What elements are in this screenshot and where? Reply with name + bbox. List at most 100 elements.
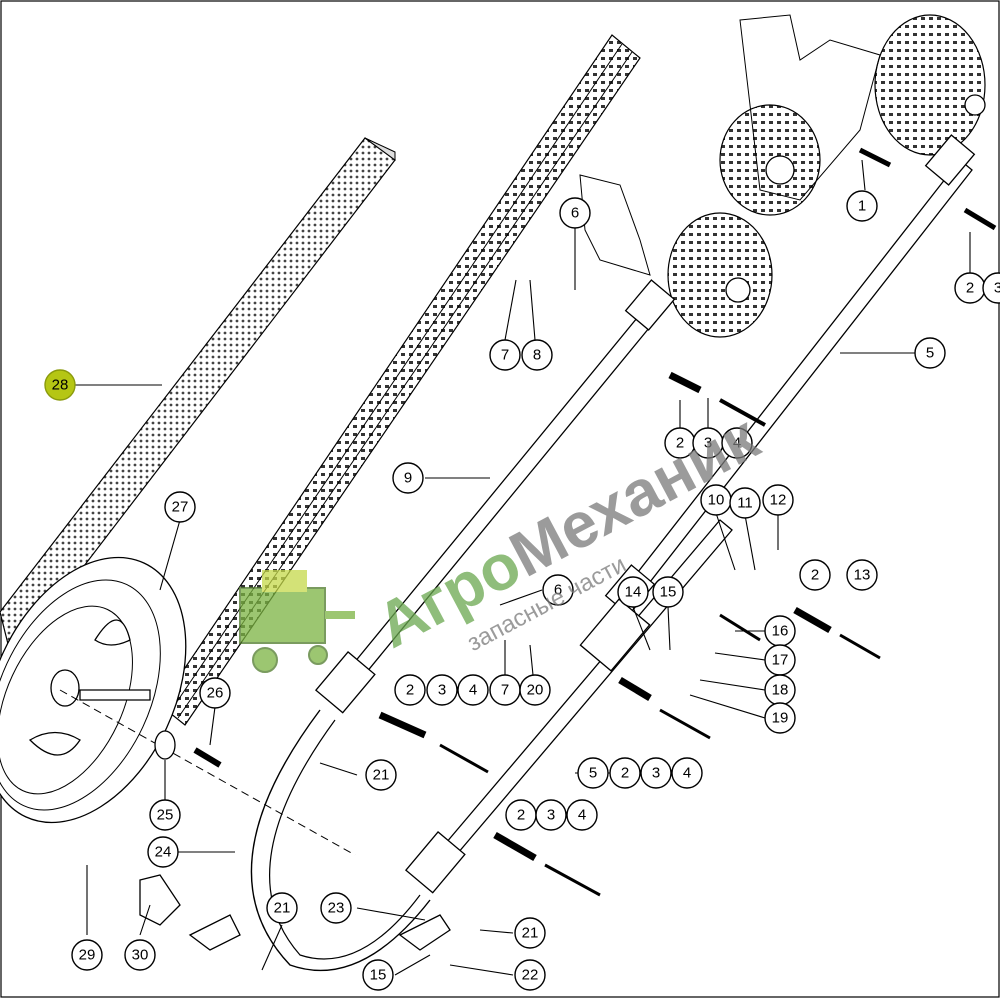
callout-2: 2 bbox=[609, 757, 641, 789]
callout-circle bbox=[542, 574, 574, 606]
callout-label: 8 bbox=[533, 347, 541, 364]
callout-12: 12 bbox=[762, 484, 794, 516]
callout-circle bbox=[394, 674, 426, 706]
callout-label: 20 bbox=[527, 682, 544, 699]
callout-label: 2 bbox=[621, 765, 629, 782]
callout-circle bbox=[320, 892, 352, 924]
engine-assembly bbox=[719, 14, 986, 216]
callout-29: 29 bbox=[71, 939, 103, 971]
callout-circle bbox=[71, 939, 103, 971]
callout-15: 15 bbox=[652, 576, 684, 608]
callout-circle bbox=[149, 799, 181, 831]
small-brackets bbox=[139, 730, 451, 951]
callout-circle bbox=[764, 702, 796, 734]
callout-label: 28 bbox=[52, 377, 69, 394]
callout-9: 9 bbox=[392, 462, 424, 494]
callout-4: 4 bbox=[721, 427, 753, 459]
callout-label: 21 bbox=[274, 900, 291, 917]
combine-harvester-icon bbox=[239, 570, 355, 673]
callout-24: 24 bbox=[147, 836, 179, 868]
callout-circle bbox=[147, 836, 179, 868]
callout-label: 9 bbox=[404, 470, 412, 487]
callout-3: 3 bbox=[426, 674, 458, 706]
callout-label: 11 bbox=[737, 495, 753, 512]
callout-label: 6 bbox=[554, 582, 562, 599]
callout-circle bbox=[124, 939, 156, 971]
callout-13: 13 bbox=[846, 559, 878, 591]
callout-circle bbox=[365, 759, 397, 791]
callout-circle bbox=[164, 491, 196, 523]
callout-label: 5 bbox=[589, 765, 597, 782]
callout-label: 5 bbox=[926, 345, 934, 362]
callout-2: 2 bbox=[505, 799, 537, 831]
pulley bbox=[0, 556, 187, 824]
callout-16: 16 bbox=[764, 615, 796, 647]
callout-circle bbox=[457, 674, 489, 706]
callout-label: 7 bbox=[501, 347, 509, 364]
callout-2: 2 bbox=[394, 674, 426, 706]
callout-11: 11 bbox=[729, 487, 761, 519]
callout-circle bbox=[514, 959, 546, 991]
pulley-axis bbox=[59, 689, 356, 856]
callout-5: 5 bbox=[914, 337, 946, 369]
bolts bbox=[193, 147, 997, 897]
callout-circle bbox=[199, 677, 231, 709]
rod-brackets bbox=[314, 134, 976, 894]
callout-4: 4 bbox=[457, 674, 489, 706]
callout-27: 27 bbox=[164, 491, 196, 523]
callout-circle bbox=[652, 576, 684, 608]
callout-label: 3 bbox=[547, 807, 555, 824]
callout-label: 3 bbox=[438, 682, 446, 699]
callout-label: 12 bbox=[770, 492, 787, 509]
callout-label: 24 bbox=[155, 844, 172, 861]
callout-7: 7 bbox=[489, 674, 521, 706]
callout-2: 2 bbox=[954, 272, 986, 304]
callout-17: 17 bbox=[764, 644, 796, 676]
callout-label: 2 bbox=[676, 435, 684, 452]
callout-label: 4 bbox=[733, 435, 741, 452]
callout-label: 2 bbox=[966, 280, 974, 297]
callout-label: 19 bbox=[772, 710, 789, 727]
leader-lines bbox=[75, 159, 971, 976]
callout-label: 1 bbox=[858, 198, 866, 215]
callout-circle bbox=[640, 757, 672, 789]
rod-5-upper bbox=[619, 159, 973, 606]
callout-circle bbox=[846, 190, 878, 222]
callout-28: 28 bbox=[44, 369, 76, 401]
callout-label: 21 bbox=[373, 767, 390, 784]
callout-label: 14 bbox=[625, 584, 642, 601]
callout-label: 3 bbox=[704, 435, 712, 452]
callout-3: 3 bbox=[982, 272, 1000, 304]
callout-circle bbox=[671, 757, 703, 789]
callout-circle bbox=[392, 462, 424, 494]
callout-6: 6 bbox=[542, 574, 574, 606]
callout-label: 7 bbox=[501, 682, 509, 699]
callout-circle bbox=[617, 576, 649, 608]
callout-circle bbox=[362, 959, 394, 991]
callout-circle bbox=[489, 339, 521, 371]
callout-circle bbox=[519, 674, 551, 706]
callout-label: 25 bbox=[157, 807, 174, 824]
callout-7: 7 bbox=[489, 339, 521, 371]
curved-guard bbox=[250, 709, 431, 972]
callout-circle bbox=[514, 917, 546, 949]
callout-label: 30 bbox=[132, 947, 149, 964]
callout-circle bbox=[521, 339, 553, 371]
callout-circle bbox=[559, 197, 591, 229]
callout-8: 8 bbox=[521, 339, 553, 371]
callout-23: 23 bbox=[320, 892, 352, 924]
callout-label: 27 bbox=[172, 499, 189, 516]
callout-label: 2 bbox=[811, 567, 819, 584]
callout-circle bbox=[982, 272, 1000, 304]
callout-label: 13 bbox=[854, 567, 871, 584]
callout-26: 26 bbox=[199, 677, 231, 709]
callout-label: 23 bbox=[328, 900, 345, 917]
callout-circle bbox=[266, 892, 298, 924]
callout-circle bbox=[846, 559, 878, 591]
callout-label: 17 bbox=[772, 652, 789, 669]
callout-circle bbox=[721, 427, 753, 459]
callout-20: 20 bbox=[519, 674, 551, 706]
callout-label: 26 bbox=[207, 685, 224, 702]
